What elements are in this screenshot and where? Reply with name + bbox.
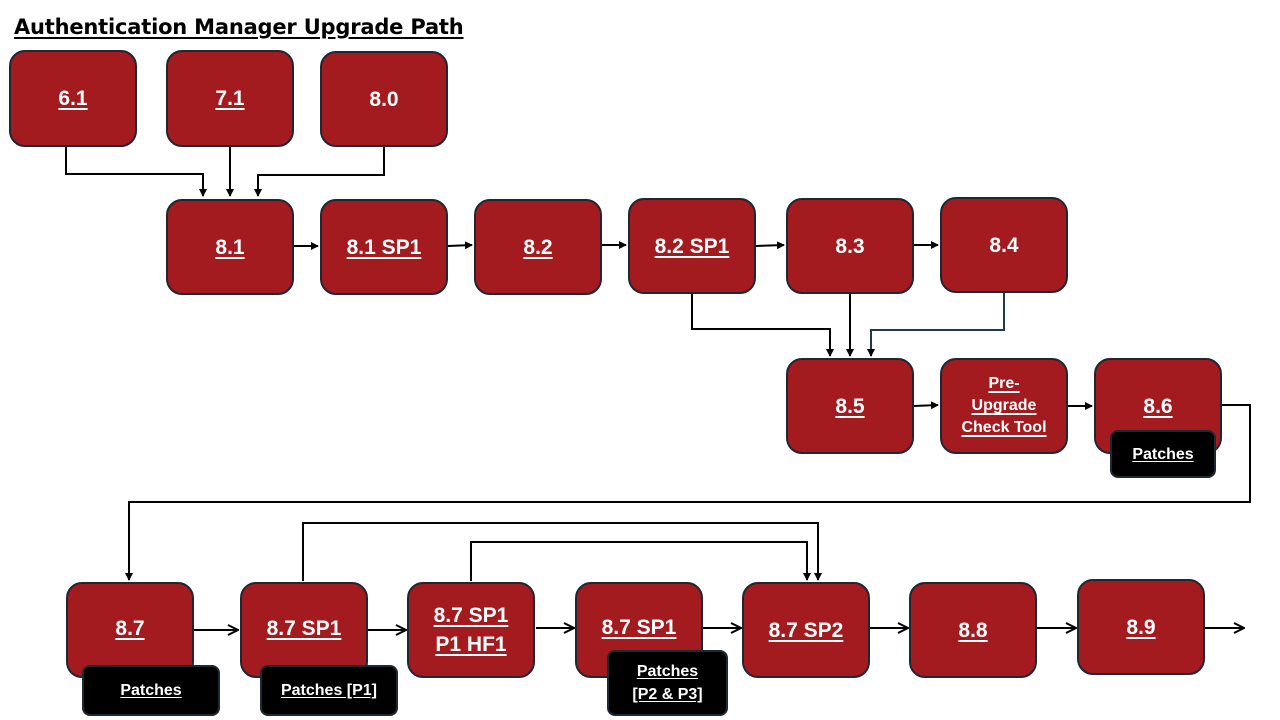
edge-6-1-to-8-1 xyxy=(65,147,207,197)
patches-link-8-7[interactable]: Patches xyxy=(82,665,220,716)
edge-8-6-to-8-7 xyxy=(125,404,1251,581)
node-8-7[interactable]: 8.7 xyxy=(66,582,194,678)
node-8-3: 8.3 xyxy=(786,198,914,294)
node-label: 8.2 xyxy=(523,235,553,259)
edge-8-1-sp1-to-8-2 xyxy=(447,241,473,250)
patches-link-8-6[interactable]: Patches xyxy=(1110,430,1216,478)
node-label: 8.7 xyxy=(115,616,145,640)
node-label-line-2: Upgrade xyxy=(971,397,1037,414)
node-8-4: 8.4 xyxy=(940,197,1068,293)
node-8-1[interactable]: 8.1 xyxy=(166,199,294,295)
patches-label: Patches [P1] xyxy=(280,682,378,699)
node-label: 8.8 xyxy=(958,618,988,642)
edge-8-7-sp1-to-8-7-sp2 xyxy=(302,522,822,581)
node-label: 8.3 xyxy=(835,234,865,258)
node-label: 8.7 SP1 xyxy=(266,616,342,640)
node-label: 8.1 SP1 xyxy=(346,235,422,259)
patches-link-8-7-sp1-p2-p3[interactable]: Patches [P2 & P3] xyxy=(607,650,728,716)
node-label: 8.1 xyxy=(215,235,245,259)
node-label: 8.7 SP1 xyxy=(601,615,677,639)
patches-label-line-2: [P2 & P3] xyxy=(632,686,703,703)
node-8-7-sp2[interactable]: 8.7 SP2 xyxy=(742,582,870,678)
node-8-0: 8.0 xyxy=(320,51,448,147)
node-8-2[interactable]: 8.2 xyxy=(474,199,602,295)
patches-link-8-7-sp1-p1[interactable]: Patches [P1] xyxy=(260,665,398,716)
node-label: 8.2 SP1 xyxy=(654,234,730,258)
edge-8-0-to-8-1 xyxy=(254,147,385,197)
node-6-1[interactable]: 6.1 xyxy=(9,50,137,147)
node-8-7-sp1[interactable]: 8.7 SP1 xyxy=(240,582,368,678)
node-label: 6.1 xyxy=(58,87,88,110)
node-label: 8.6 xyxy=(1143,394,1173,418)
edge-8-4-to-8-5 xyxy=(867,293,1005,357)
node-7-1[interactable]: 7.1 xyxy=(166,50,294,147)
patches-label-line-1: Patches xyxy=(636,663,699,680)
node-label-line-1: Pre- xyxy=(988,375,1020,392)
edge-8-5-to-pre-upgrade xyxy=(913,401,939,410)
node-8-5[interactable]: 8.5 xyxy=(786,358,914,454)
edge-8-2-sp1-to-8-5 xyxy=(691,294,834,357)
node-8-2-sp1[interactable]: 8.2 SP1 xyxy=(628,198,756,294)
node-8-9[interactable]: 8.9 xyxy=(1077,579,1205,675)
node-8-8[interactable]: 8.8 xyxy=(909,582,1037,678)
node-label: 8.4 xyxy=(989,233,1019,257)
node-8-7-sp1-p1-hf1[interactable]: 8.7 SP1 P1 HF1 xyxy=(407,582,535,678)
node-label-line-2: P1 HF1 xyxy=(435,633,507,656)
patches-label: Patches xyxy=(120,682,182,699)
node-label: 7.1 xyxy=(215,87,245,110)
node-label: 8.9 xyxy=(1126,615,1156,639)
node-label: 8.0 xyxy=(369,87,399,111)
edge-8-7-sp1-p1-hf1-to-8-7-sp2 xyxy=(470,541,811,581)
node-label-line-1: 8.7 SP1 xyxy=(433,604,509,627)
node-label-line-3: Check Tool xyxy=(961,419,1047,436)
node-label: 8.7 SP2 xyxy=(768,618,844,642)
patches-label: Patches xyxy=(1132,445,1194,463)
node-label: 8.5 xyxy=(835,394,865,418)
node-pre-upgrade-check-tool[interactable]: Pre- Upgrade Check Tool xyxy=(940,358,1068,454)
edge-8-2-sp1-to-8-3 xyxy=(755,241,785,250)
diagram-title: Authentication Manager Upgrade Path xyxy=(14,15,464,39)
node-8-1-sp1[interactable]: 8.1 SP1 xyxy=(320,199,448,295)
